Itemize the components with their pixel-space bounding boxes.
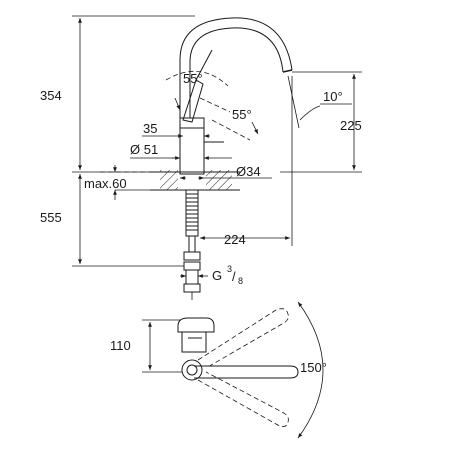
swivel-angle-label: 150° — [300, 360, 327, 375]
thread-slash: / — [232, 269, 236, 284]
lever-angle-top-label: 55° — [183, 71, 203, 86]
plan-view — [142, 301, 324, 439]
plan-depth-label: 110 — [110, 338, 131, 353]
reach-label: 224 — [224, 232, 246, 247]
thread-numerator: 3 — [227, 264, 232, 274]
spout-tilt-label: 10° — [323, 89, 343, 104]
lever-angle-top-arrow — [174, 97, 181, 111]
countertop-section — [100, 170, 240, 191]
right-dimension-lines — [280, 71, 362, 173]
mounting-shank — [183, 189, 201, 293]
lever-width-label: 35 — [143, 121, 157, 136]
faucet-body — [165, 17, 293, 175]
thread-denominator: 8 — [238, 276, 243, 286]
lever-angle-side-label: 55° — [232, 107, 252, 122]
max-thickness-marks — [113, 165, 160, 200]
max-thickness-label: max.60 — [84, 176, 127, 191]
body-diameter-label: Ø 51 — [130, 142, 158, 157]
thread-letter-label: G — [212, 268, 222, 283]
left-dimension-lines — [72, 15, 195, 267]
reach-dimension-marks — [200, 172, 293, 246]
below-counter-label: 555 — [40, 210, 62, 225]
thread-marks — [180, 274, 208, 300]
spout-height-label: 225 — [340, 118, 362, 133]
lever-angle-side-arrow — [251, 121, 259, 135]
total-height-label: 354 — [40, 88, 62, 103]
spout-tilt-marks — [287, 75, 352, 172]
base-diameter-label: Ø34 — [236, 164, 261, 179]
